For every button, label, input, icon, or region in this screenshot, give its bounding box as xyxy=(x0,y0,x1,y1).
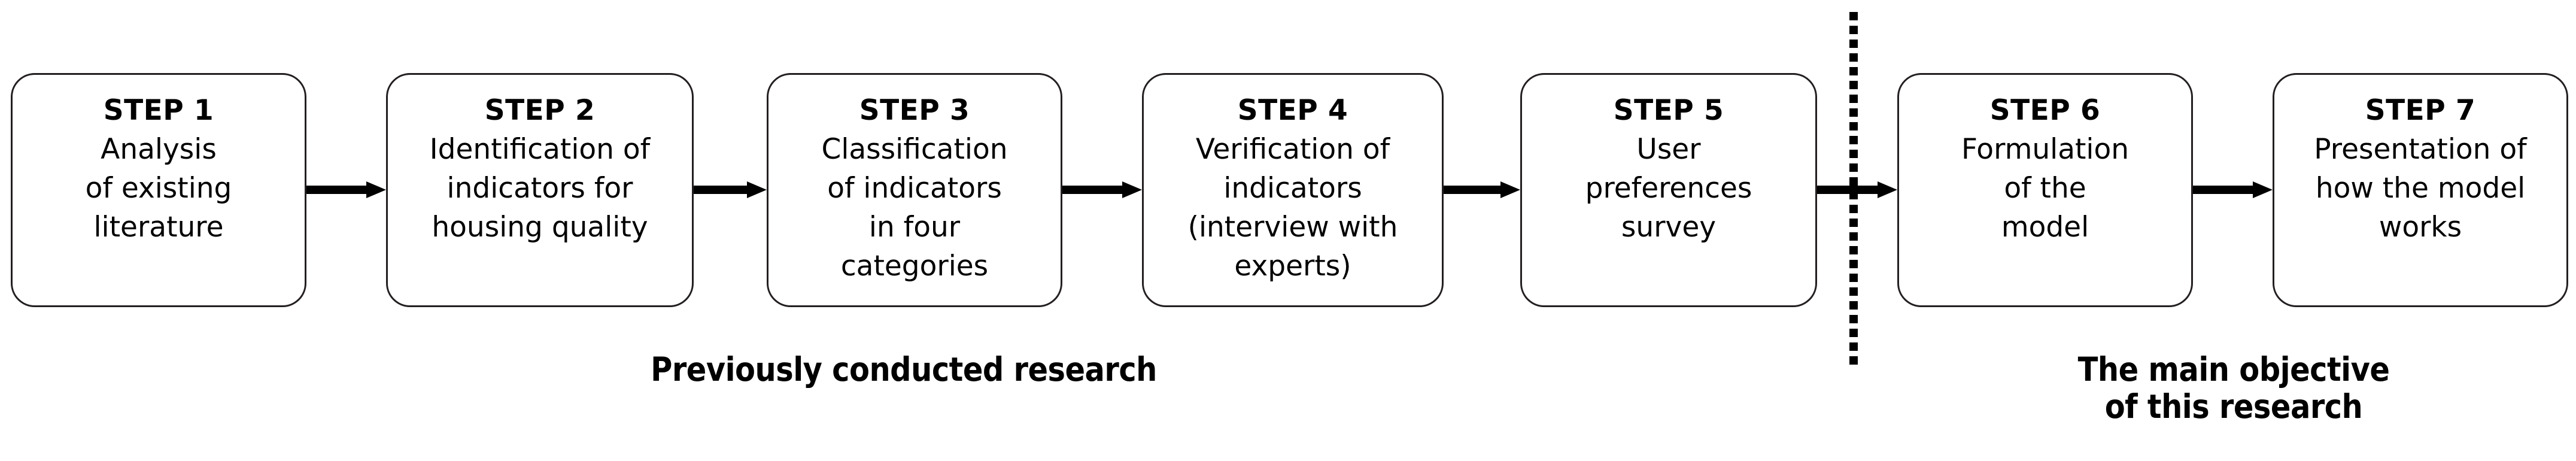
step-title-5: STEP 5 xyxy=(1613,94,1724,127)
arrow-shaft xyxy=(694,186,749,194)
step-body-line: Verification of xyxy=(1195,133,1390,166)
caption-line: of this research xyxy=(2104,387,2363,426)
arrow-head xyxy=(2253,181,2273,198)
step-title-1: STEP 1 xyxy=(103,94,214,127)
step-body-line: model xyxy=(2001,211,2089,244)
step-body-line: of existing xyxy=(85,172,232,205)
divider-dot xyxy=(1849,40,1858,48)
caption-line: Previously conducted research xyxy=(651,350,1157,389)
step-title-7: STEP 7 xyxy=(2365,94,2476,127)
divider-dot xyxy=(1849,191,1858,199)
divider-dot xyxy=(1849,81,1858,89)
step-body-line: Classification xyxy=(821,133,1008,166)
step-body-3: Classification of indicators in four cat… xyxy=(768,130,1061,286)
arrow-head xyxy=(747,181,767,198)
caption-previous-research: Previously conducted research xyxy=(305,351,1502,388)
step-body-line: housing quality xyxy=(432,211,648,244)
divider-dot xyxy=(1849,315,1858,323)
step-box-2: STEP 2 Identification of indicators for … xyxy=(386,73,694,307)
step-box-7: STEP 7 Presentation of how the model wor… xyxy=(2273,73,2568,307)
divider-dot xyxy=(1849,301,1858,310)
divider-dot xyxy=(1849,356,1858,365)
divider-dot xyxy=(1849,95,1858,103)
step-body-2: Identification of indicators for housing… xyxy=(388,130,692,247)
arrow-icon-step3-step4 xyxy=(1062,181,1142,198)
divider-dot xyxy=(1849,329,1858,337)
step-title-6: STEP 6 xyxy=(1989,94,2101,127)
phase-divider-dotted-line xyxy=(1849,12,1858,366)
divider-dot xyxy=(1849,232,1858,241)
step-title-3: STEP 3 xyxy=(859,94,970,127)
step-body-line: preferences xyxy=(1585,172,1752,205)
divider-dot xyxy=(1849,53,1858,62)
step-body-line: of indicators xyxy=(827,172,1002,205)
arrow-head xyxy=(1878,181,1897,198)
step-body-4: Verification of indicators (interview wi… xyxy=(1144,130,1442,286)
divider-dot xyxy=(1849,274,1858,282)
step-body-5: User preferences survey xyxy=(1522,130,1815,247)
step-body-line: in four xyxy=(868,211,961,244)
step-body-line: Formulation xyxy=(1961,133,2130,166)
arrow-shaft xyxy=(2193,186,2255,194)
step-body-line: literature xyxy=(93,211,224,244)
step-title-4: STEP 4 xyxy=(1237,94,1348,127)
step-body-line: survey xyxy=(1621,211,1717,244)
step-body-line: User xyxy=(1636,133,1701,166)
step-body-line: Identification of xyxy=(429,133,651,166)
step-body-line: (interview with xyxy=(1187,211,1398,244)
step-body-1: Analysis of existing literature xyxy=(13,130,305,247)
arrow-shaft xyxy=(1062,186,1124,194)
divider-dot xyxy=(1849,163,1858,172)
step-box-6: STEP 6 Formulation of the model xyxy=(1897,73,2193,307)
caption-line: The main objective xyxy=(2077,350,2390,389)
divider-dot xyxy=(1849,219,1858,227)
divider-dot xyxy=(1849,136,1858,144)
divider-dot xyxy=(1849,205,1858,213)
arrow-shaft xyxy=(1817,186,1879,194)
divider-dot xyxy=(1849,260,1858,268)
divider-dot xyxy=(1849,108,1858,117)
step-title-2: STEP 2 xyxy=(484,94,596,127)
divider-dot xyxy=(1849,122,1858,131)
step-box-1: STEP 1 Analysis of existing literature xyxy=(11,73,306,307)
step-body-7: Presentation of how the model works xyxy=(2274,130,2566,247)
step-body-line: how the model xyxy=(2315,172,2526,205)
caption-main-objective: The main objective of this research xyxy=(1635,351,2576,425)
step-body-line: experts) xyxy=(1234,250,1351,283)
arrow-shaft xyxy=(306,186,368,194)
arrow-icon-step2-step3 xyxy=(694,181,767,198)
divider-dot xyxy=(1849,26,1858,34)
divider-dot xyxy=(1849,12,1858,20)
arrow-icon-step5-step6 xyxy=(1817,181,1897,198)
step-body-line: indicators xyxy=(1223,172,1362,205)
divider-dot xyxy=(1849,150,1858,158)
divider-dot xyxy=(1849,246,1858,254)
arrow-head xyxy=(1500,181,1520,198)
step-body-line: works xyxy=(2378,211,2462,244)
divider-dot xyxy=(1849,287,1858,296)
arrow-head xyxy=(1122,181,1142,198)
arrow-head xyxy=(366,181,386,198)
step-body-line: categories xyxy=(840,250,989,283)
step-box-5: STEP 5 User preferences survey xyxy=(1520,73,1817,307)
step-body-line: indicators for xyxy=(446,172,633,205)
step-box-3: STEP 3 Classification of indicators in f… xyxy=(767,73,1062,307)
step-body-line: Presentation of xyxy=(2314,133,2527,166)
divider-dot xyxy=(1849,177,1858,186)
step-body-line: Analysis xyxy=(101,133,217,166)
divider-dot xyxy=(1849,67,1858,75)
step-body-6: Formulation of the model xyxy=(1899,130,2191,247)
arrow-icon-step4-step5 xyxy=(1444,181,1520,198)
divider-dot xyxy=(1849,342,1858,351)
step-box-4: STEP 4 Verification of indicators (inter… xyxy=(1142,73,1444,307)
arrow-icon-step6-step7 xyxy=(2193,181,2273,198)
arrow-shaft xyxy=(1444,186,1502,194)
step-body-line: of the xyxy=(2004,172,2086,205)
arrow-icon-step1-step2 xyxy=(306,181,386,198)
